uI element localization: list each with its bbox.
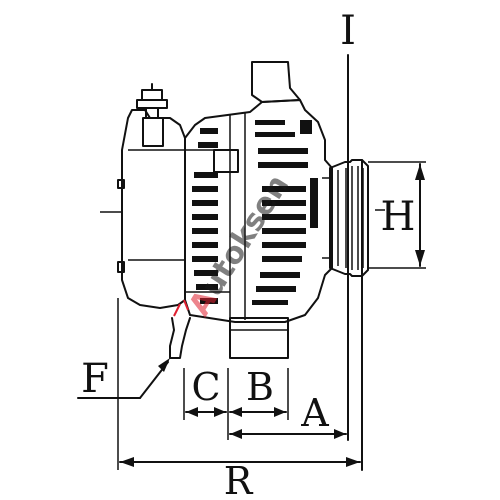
housing-bracket [213,149,239,173]
dimension-a: A [229,391,347,439]
bottom-mounting-ear [229,317,289,359]
cooling-fins-right [252,120,318,305]
top-mounting-ear [251,61,301,103]
dimension-f: F [77,356,170,402]
label-a: A [300,391,329,435]
label-r: R [224,459,254,500]
connector-plug [169,299,191,359]
terminal-stud [136,83,168,147]
dimension-i: I [340,8,363,471]
dimension-c: C [183,365,229,440]
rear-cover [117,109,186,309]
label-i: I [340,8,356,54]
label-f: F [81,356,109,402]
cooling-fins-left [192,128,218,304]
label-c: C [191,365,220,409]
dimension-b: B [229,365,289,420]
dimension-r: R [117,298,361,500]
label-h: H [381,194,416,240]
dimension-h: H [368,161,426,269]
label-b: B [246,365,274,409]
